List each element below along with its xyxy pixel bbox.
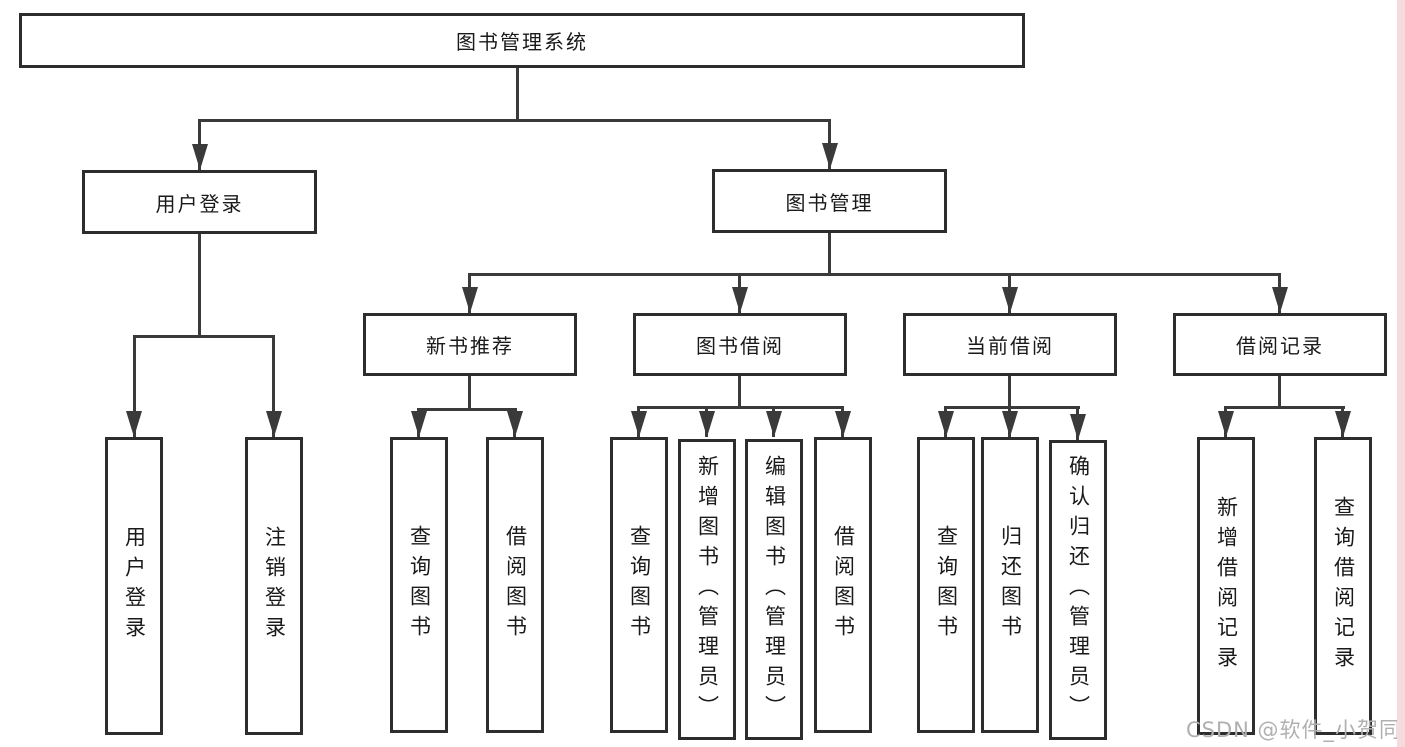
arrow-down-icon	[631, 411, 647, 437]
node-label: 借阅记录	[1236, 334, 1324, 358]
connector-level3-bar	[468, 273, 1281, 276]
node-label: 当前借阅	[966, 334, 1054, 358]
arrow-down-icon	[411, 411, 427, 437]
arrow-down-icon	[938, 411, 954, 437]
leaf-confirm-return-admin: 确认归还（管理员）	[1049, 440, 1107, 740]
leaf-add-book-admin: 新增图书（管理员）	[678, 439, 736, 740]
leaf-label: 查询图书	[934, 525, 959, 645]
arrow-down-icon	[1335, 411, 1351, 437]
leaf-query-books-newbook: 查询图书	[390, 437, 448, 733]
node-label: 图书管理	[785, 190, 874, 215]
leaf-label: 查询图书	[627, 525, 652, 645]
node-borrow-record: 借阅记录	[1173, 313, 1387, 376]
leaf-user-login: 用户登录	[105, 437, 163, 735]
leaf-label: 用户登录	[122, 526, 147, 646]
leaf-label: 借阅图书	[831, 525, 856, 645]
connector-drop-leaf	[133, 335, 136, 437]
leaf-borrow-books-newbook: 借阅图书	[486, 437, 544, 733]
node-user-login: 用户登录	[82, 170, 317, 234]
leaf-query-books-current: 查询图书	[917, 437, 975, 733]
connector-root-bar	[198, 119, 831, 122]
leaf-label: 归还图书	[998, 525, 1023, 645]
arrow-down-icon	[126, 411, 142, 437]
leaf-label: 查询借阅记录	[1331, 496, 1356, 676]
csdn-watermark: CSDN @软件_小贺同学	[1186, 718, 1405, 742]
leaf-label: 新增借阅记录	[1214, 496, 1239, 676]
leaf-label: 确认归还（管理员）	[1066, 455, 1091, 725]
leaf-add-borrow-record: 新增借阅记录	[1197, 437, 1255, 735]
connector-userlogin-bar	[133, 335, 275, 338]
arrow-down-icon	[1002, 411, 1018, 437]
connector-root-stem	[516, 68, 519, 119]
node-book-borrow: 图书借阅	[633, 313, 847, 376]
leaf-label: 注销登录	[262, 526, 287, 646]
node-book-management-system: 图书管理系统	[19, 13, 1025, 68]
connector-borrowrecord-stem	[1278, 376, 1281, 406]
connector-drop-leaf	[272, 335, 275, 437]
arrow-down-icon	[1070, 414, 1086, 440]
arrow-down-icon	[822, 143, 838, 169]
connector-currentborrow-stem	[1008, 376, 1011, 406]
arrow-down-icon	[1002, 287, 1018, 313]
connector-newbook-stem	[468, 376, 471, 408]
arrow-down-icon	[766, 411, 782, 437]
node-label: 图书管理系统	[456, 30, 588, 54]
node-book-management: 图书管理	[712, 169, 947, 233]
leaf-label: 借阅图书	[503, 525, 528, 645]
leaf-borrow-books-borrow: 借阅图书	[814, 437, 872, 733]
leaf-label: 新增图书（管理员）	[695, 454, 720, 725]
connector-currentborrow-bar	[944, 406, 1080, 409]
leaf-logout: 注销登录	[245, 437, 303, 735]
node-new-book-recommend: 新书推荐	[363, 313, 577, 376]
connector-userlogin-stem	[198, 234, 201, 335]
node-label: 用户登录	[155, 191, 244, 216]
connector-newbook-bar	[417, 408, 517, 411]
leaf-edit-book-admin: 编辑图书（管理员）	[745, 439, 803, 740]
node-label: 新书推荐	[426, 334, 514, 358]
arrow-down-icon	[1272, 287, 1288, 313]
arrow-down-icon	[462, 287, 478, 313]
arrow-down-icon	[192, 144, 208, 170]
arrow-down-icon	[732, 287, 748, 313]
node-current-borrow: 当前借阅	[903, 313, 1117, 376]
connector-bookmgmt-stem	[828, 233, 831, 273]
leaf-query-books-borrow: 查询图书	[610, 437, 668, 733]
leaf-label: 查询图书	[407, 525, 432, 645]
connector-bookborrow-stem	[738, 376, 741, 406]
connector-bookborrow-bar	[637, 406, 844, 409]
arrow-down-icon	[699, 411, 715, 437]
arrow-down-icon	[507, 411, 523, 437]
arrow-down-icon	[266, 411, 282, 437]
node-label: 图书借阅	[696, 334, 784, 358]
right-edge-strip	[1397, 0, 1405, 747]
arrow-down-icon	[1218, 411, 1234, 437]
connector-borrowrecord-bar	[1224, 406, 1345, 409]
arrow-down-icon	[835, 411, 851, 437]
leaf-label: 编辑图书（管理员）	[762, 454, 787, 725]
leaf-query-borrow-record: 查询借阅记录	[1314, 437, 1372, 735]
leaf-return-book: 归还图书	[981, 437, 1039, 733]
